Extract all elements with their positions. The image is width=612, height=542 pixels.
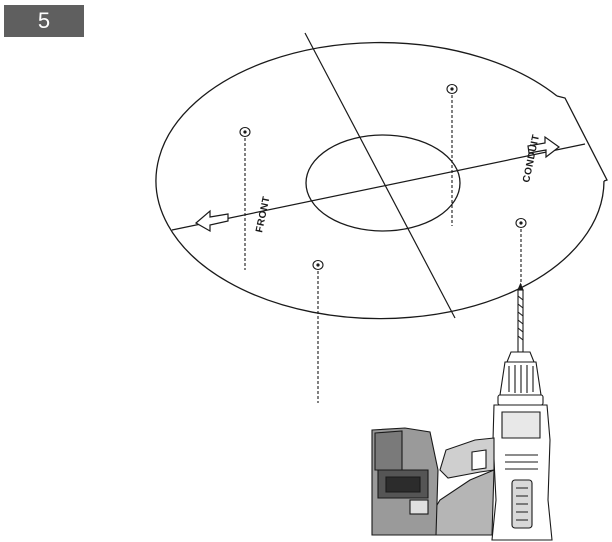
- drill-battery: [371, 427, 439, 536]
- screw-hole-bottom-left: [312, 259, 324, 403]
- drill-chuck: [497, 351, 544, 406]
- plate-notch: [556, 95, 608, 182]
- step-number-badge: 5: [4, 5, 84, 37]
- perpendicular-axis: [304, 32, 456, 319]
- screw-hole-top-left: [239, 126, 251, 270]
- front-conduit-axis: [171, 143, 586, 231]
- plate-outline: [155, 41, 605, 320]
- front-arrow: [194, 209, 229, 233]
- step-number: 5: [37, 8, 51, 33]
- drill-body: [491, 404, 553, 541]
- conduit-arrow: [527, 135, 561, 159]
- drill-handle: [427, 437, 495, 536]
- power-drill-illustration: [371, 282, 553, 541]
- screw-hole-bottom-right: [515, 217, 527, 290]
- conduit-label: CONDUIT: [521, 133, 542, 183]
- drill-bit: [517, 282, 524, 353]
- center-hole: [305, 134, 461, 232]
- screw-holes: [239, 83, 527, 403]
- screw-hole-top-right: [446, 83, 458, 226]
- mounting-plate: [155, 41, 608, 320]
- front-label: FRONT: [254, 195, 272, 233]
